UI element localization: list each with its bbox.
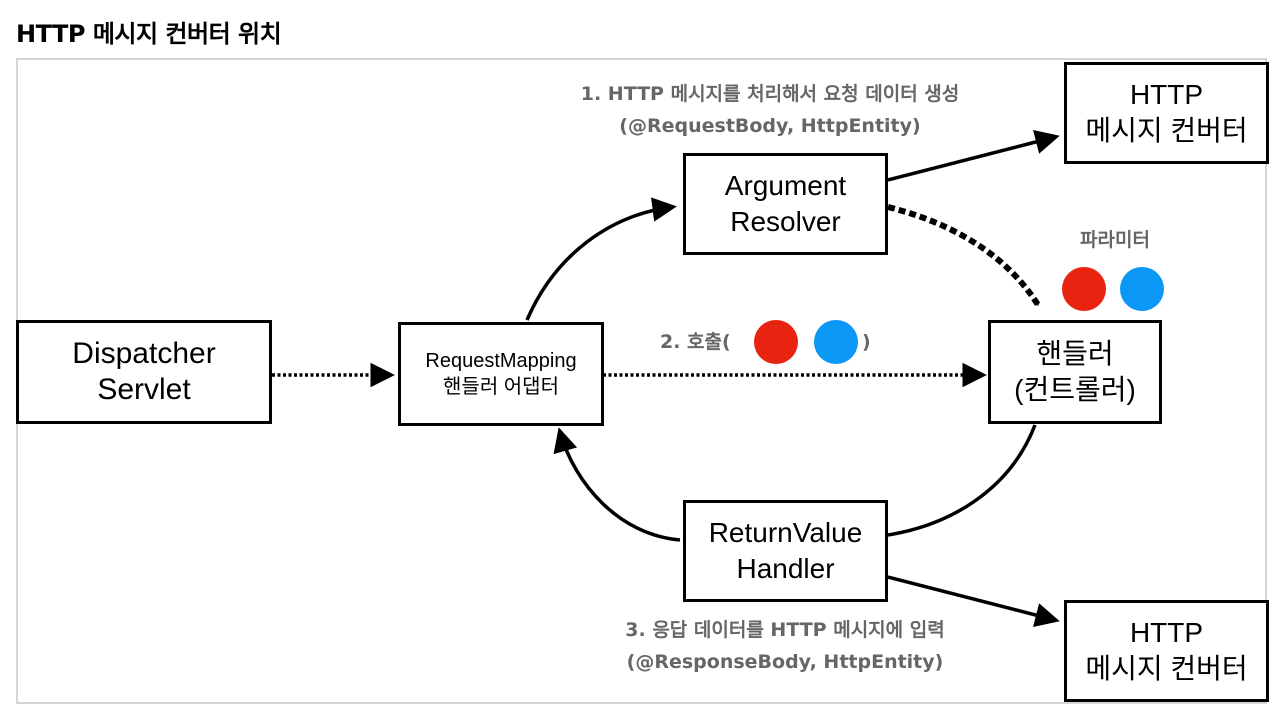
arrow-adapter-to-argument-resolver — [525, 197, 677, 321]
page-title: HTTP 메시지 컨버터 위치 — [16, 20, 282, 48]
handler-adapter-box: RequestMapping 핸들러 어댑터 — [398, 322, 604, 426]
http-message-converter-top-box: HTTP 메시지 컨버터 — [1064, 62, 1269, 164]
dispatcher-servlet-box: Dispatcher Servlet — [16, 320, 272, 424]
parameter-dot-blue — [1120, 267, 1164, 311]
parameter-dot-red — [1062, 267, 1106, 311]
arrow-argument-resolver-to-handler — [887, 204, 1041, 307]
return-value-handler-box: ReturnValue Handler — [683, 500, 888, 602]
http-message-converter-bottom-box: HTTP 메시지 컨버터 — [1064, 600, 1269, 702]
arrow-handler-to-return-value-handler — [887, 424, 1037, 537]
step2-prefix: 2. 호출( — [660, 331, 731, 353]
call-dot-blue — [814, 320, 858, 364]
argument-resolver-box: Argument Resolver — [683, 153, 888, 255]
step2-suffix: ) — [862, 331, 871, 353]
call-dot-red — [754, 320, 798, 364]
step3-note: 3. 응답 데이터를 HTTP 메시지에 입력 (@ResponseBody, … — [625, 619, 945, 673]
parameter-label: 파라미터 — [1080, 229, 1150, 251]
handler-controller-box: 핸들러 (컨트롤러) — [988, 320, 1162, 424]
arrow-argument-resolver-to-converter — [887, 130, 1060, 182]
arrow-return-value-handler-to-converter — [887, 575, 1060, 627]
step1-note: 1. HTTP 메시지를 처리해서 요청 데이터 생성 (@RequestBod… — [580, 83, 960, 137]
arrow-return-value-handler-to-adapter — [553, 427, 681, 542]
